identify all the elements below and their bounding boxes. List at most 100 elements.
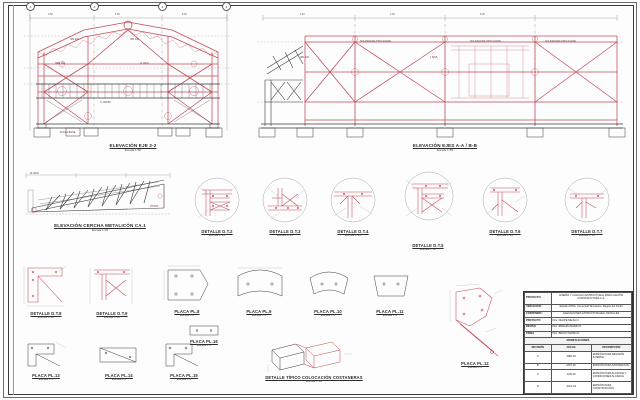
caption-title: PLACA PL.10 bbox=[314, 309, 342, 314]
caption-scale: Escala 1:10 bbox=[103, 315, 121, 320]
caption-title: ELEVACIÓN EJE 2-2 bbox=[109, 143, 157, 148]
caption-plate-pl9: PLACA PL.9 Escala 1:5 bbox=[228, 309, 290, 318]
plate-drawing-pl9 bbox=[230, 262, 290, 308]
caption-truss-elevation: ELEVACIÓN CERCHA METALICÓN CA.1 Escala 1… bbox=[35, 223, 165, 232]
title-block-value: ELEVACIONES ESTRUCTURALES, DETALLES bbox=[550, 310, 633, 319]
revision-row: D AGO-19 EMISIÓN PARA CONSTRUCCIÓN bbox=[524, 381, 633, 394]
detail-drawing-costaneras bbox=[252, 340, 372, 374]
credit-label: FIRMA bbox=[524, 330, 552, 339]
caption-title: ELEVACIÓN CERCHA METALICÓN CA.1 bbox=[54, 223, 146, 228]
detail-drawing-dt4 bbox=[322, 176, 384, 228]
title-block-row-ubicacion: UBICACIÓN: Estado ZONA, Comercial Tamana… bbox=[524, 303, 633, 312]
caption-title: DETALLE D.T.8 bbox=[30, 311, 62, 316]
revision-desc: EMISIÓN PARA CONSTRUCCIÓN bbox=[590, 381, 633, 394]
plate-drawing-pl8 bbox=[160, 262, 216, 308]
credit-value: ING. BRAVO MARÍN N. bbox=[550, 330, 633, 339]
member-label: IPN 200 bbox=[70, 38, 80, 41]
revision-row: A ABR-19 EMISIÓN PARA REVISIÓN INTERNA bbox=[524, 350, 633, 364]
caption-elevation-axis-2: ELEVACIÓN EJE 2-2 Escala 1:50 bbox=[78, 143, 188, 152]
caption-detail-dt5: DETALLE D.T.5 Escala 1:10 bbox=[394, 243, 462, 252]
caption-elevation-axis-ab: ELEVACIÓN EJES A-A / B-B Escala 1:50 bbox=[380, 143, 510, 152]
caption-title: DETALLE D.T.2 bbox=[201, 229, 233, 234]
caption-scale: Escala 1:5 bbox=[467, 365, 483, 370]
caption-scale: Escala 1:10 bbox=[344, 233, 362, 238]
caption-title: PLACA PL.12 bbox=[461, 361, 489, 366]
revision-date: ABR-19 bbox=[550, 350, 592, 364]
detail-drawing-dt7 bbox=[556, 176, 618, 228]
revision-date: JUN-19 bbox=[550, 369, 592, 383]
credit-value: ING. IBRAHIM MARÍN N. bbox=[550, 323, 633, 332]
caption-title: ELEVACIÓN EJES A-A / B-B bbox=[412, 143, 478, 148]
caption-scale: Escala 1:25 bbox=[91, 227, 109, 232]
caption-plate-pl12: PLACA PL.12 Escala 1:5 bbox=[440, 361, 510, 370]
weld-note: SOLDADURA TIPO FILETE bbox=[545, 40, 577, 43]
grid-bubble-top-2: 2 bbox=[90, 2, 99, 11]
caption-detail-dt2: DETALLE D.T.2 Escala 1:10 bbox=[185, 229, 249, 238]
detail-drawing-dt3 bbox=[254, 176, 316, 228]
revision-row: C JUN-19 EMISIÓN PARA ALCANCE Y CONDICIO… bbox=[524, 369, 633, 383]
caption-title: DETALLE D.T.5 bbox=[412, 243, 444, 248]
caption-scale: Escala 1:5 bbox=[38, 377, 54, 382]
view-truss-elevation bbox=[18, 170, 178, 222]
plate-drawing-pl14 bbox=[92, 338, 146, 372]
caption-title: DETALLE D.T.7 bbox=[571, 229, 603, 234]
weld-note: TÍPICO bbox=[150, 205, 159, 208]
credit-label: PROYECTÓ bbox=[524, 317, 552, 325]
member-label: L 50x5 bbox=[430, 56, 438, 59]
caption-scale: Escala 1:5 bbox=[176, 377, 192, 382]
caption-plate-pl14: PLACA PL.14 Escala 1:5 bbox=[90, 373, 148, 382]
title-block: PROYECTO: DISEÑO Y CÁLCULO ESTRUCTURAL P… bbox=[523, 291, 633, 395]
caption-detail-dt3: DETALLE D.T.3 Escala 1:10 bbox=[253, 229, 317, 238]
grid-bubble-top-1: 1 bbox=[26, 2, 35, 11]
title-block-value: DISEÑO Y CÁLCULO ESTRUCTURAL PARA GALPÓN… bbox=[550, 292, 633, 305]
dimension-text: 6.00 bbox=[480, 13, 485, 16]
title-block-row-reviso: REVISÓ ING. IBRAHIM MARÍN N. bbox=[524, 323, 633, 332]
revision-date: AGO-19 bbox=[550, 381, 592, 394]
revisions-col-rev: REVISIÓN bbox=[524, 344, 552, 352]
caption-scale: Escala 1:5 bbox=[196, 343, 212, 348]
dimension-text: 5.00 bbox=[115, 13, 120, 16]
title-block-row-proyecto-by: PROYECTÓ ING. FELIPE MEJÍA N. bbox=[524, 317, 633, 325]
caption-scale: Escala 1:5 bbox=[111, 377, 127, 382]
caption-scale: Escala 1:10 bbox=[419, 247, 437, 252]
caption-scale: Escala 1:10 bbox=[305, 379, 323, 384]
grid-bubble-top-4: 4 bbox=[222, 2, 231, 11]
caption-plate-pl10: PLACA PL.10 Escala 1:5 bbox=[300, 309, 356, 318]
detail-drawing-dt9 bbox=[84, 258, 142, 310]
anchor-note: PLACA BASE bbox=[60, 131, 76, 134]
caption-scale: Escala 1:10 bbox=[276, 233, 294, 238]
revisions-column-row: REVISIÓN FECHA DESCRIPCIÓN bbox=[524, 344, 633, 352]
plate-drawing-pl12 bbox=[440, 282, 510, 360]
revisions-header: MODIFICACIONES bbox=[524, 337, 632, 346]
title-block-value: Estado ZONA, Comercial Tamanaco, Región … bbox=[550, 303, 633, 312]
caption-title: PLACA PL.15 bbox=[170, 373, 198, 378]
caption-scale: Escala 1:50 bbox=[124, 147, 142, 152]
title-block-label: UBICACIÓN: bbox=[524, 303, 552, 312]
caption-title: PLACA PL.9 bbox=[246, 309, 272, 314]
dimension-text: 2.50 bbox=[48, 13, 53, 16]
plate-drawing-pl15 bbox=[158, 338, 212, 372]
plate-drawing-pl11 bbox=[364, 262, 418, 308]
caption-scale: Escala 1:10 bbox=[578, 233, 596, 238]
caption-detail-dt7: DETALLE D.T.7 Escala 1:10 bbox=[555, 229, 619, 238]
revisions-col-desc: DESCRIPCIÓN bbox=[590, 344, 633, 352]
dimension-text: 5.00 bbox=[182, 13, 187, 16]
caption-detail-costaneras: DETALLE TÍPICO COLOCACIÓN COSTANERAS Esc… bbox=[244, 375, 384, 384]
weld-note: SOLDADURA TIPO FILETE bbox=[360, 40, 392, 43]
revision-letter: B bbox=[524, 362, 552, 371]
plate-drawing-pl10 bbox=[302, 262, 356, 308]
caption-scale: Escala 1:5 bbox=[251, 313, 267, 318]
detail-drawing-dt5 bbox=[396, 170, 462, 228]
credit-value: ING. FELIPE MEJÍA N. bbox=[550, 317, 633, 325]
caption-detail-dt4: DETALLE D.T.4 Escala 1:10 bbox=[321, 229, 385, 238]
plate-drawing-pl13 bbox=[20, 338, 74, 372]
caption-title: PLACA PL.8 bbox=[174, 309, 200, 314]
title-block-row-proyecto: PROYECTO: DISEÑO Y CÁLCULO ESTRUCTURAL P… bbox=[524, 292, 633, 305]
caption-title: DETALLE TÍPICO COLOCACIÓN COSTANERAS bbox=[265, 375, 363, 380]
revision-letter: D bbox=[524, 381, 552, 394]
member-label: IPN 160 bbox=[130, 38, 140, 41]
caption-title: DETALLE D.T.9 bbox=[96, 311, 128, 316]
caption-plate-pl13: PLACA PL.13 Escala 1:5 bbox=[16, 373, 76, 382]
revision-desc: EMISIÓN PARA REVISIÓN INTERNA bbox=[590, 350, 633, 364]
view-elevation-axis-2 bbox=[22, 6, 237, 141]
